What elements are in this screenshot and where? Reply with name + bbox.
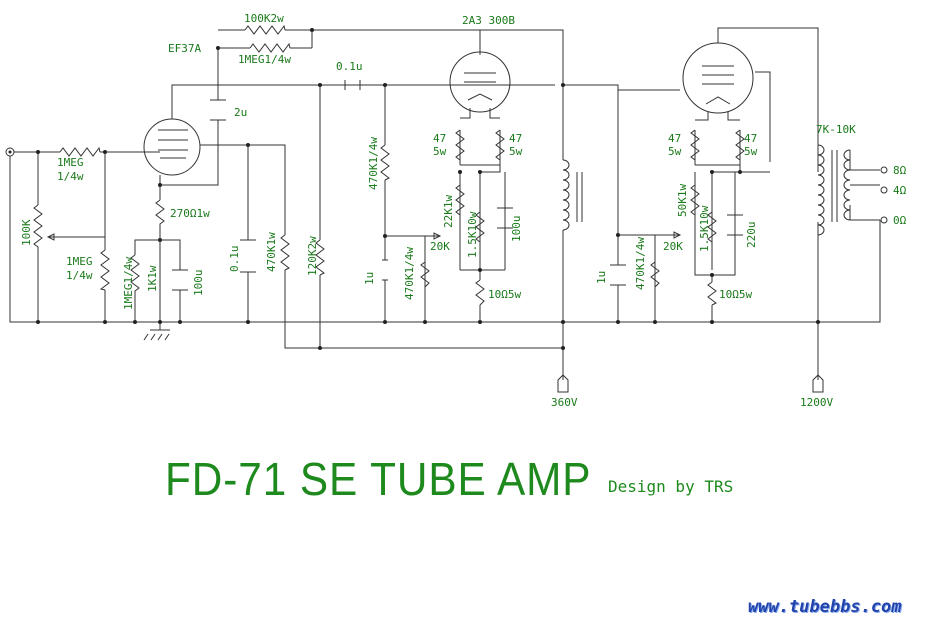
label-1meg-in: 1MEG xyxy=(57,156,84,169)
resistor-1meg-k-icon xyxy=(130,254,140,295)
label-10ohm-1: 10Ω5w xyxy=(488,288,521,301)
resistor-1meg-grid-icon xyxy=(99,249,110,291)
label-1.5k10w-1: 1.5K10w xyxy=(466,211,479,258)
label-470k-2: 470K1/4w xyxy=(634,237,647,290)
junction-dots xyxy=(36,28,820,350)
label-1meg-top: 1MEG1/4w xyxy=(238,53,291,66)
page-title: FD-71 SE TUBE AMP xyxy=(165,453,592,505)
label-47-a: 47 xyxy=(433,132,446,145)
tap-0ohm-icon xyxy=(880,216,888,224)
label-47-b: 47 xyxy=(509,132,522,145)
resistor-120k2w-icon xyxy=(315,239,325,276)
label-20k-1: 20K xyxy=(430,240,450,253)
resistor-1meg-top-icon xyxy=(249,42,291,53)
label-470k-1: 470K1/4w xyxy=(403,247,416,300)
label-1-4w-grid: 1/4w xyxy=(66,269,93,282)
label-1200v: 1200V xyxy=(800,396,833,409)
resistor-270-icon xyxy=(155,199,165,228)
ground-icon xyxy=(143,322,170,341)
label-7k-10k: 7K-10K xyxy=(816,123,856,136)
label-1u-2: 1u xyxy=(595,271,608,284)
resistor-1meg-input-icon xyxy=(59,146,101,157)
label-1-4w-in: 1/4w xyxy=(57,170,84,183)
resistor-22k-icon xyxy=(455,184,465,216)
resistor-470k1w-icon xyxy=(280,234,290,271)
label-1.5k10w-2: 1.5K10w xyxy=(698,205,711,252)
ef37a-tube-icon xyxy=(143,118,201,176)
wiring xyxy=(5,27,888,393)
label-2u: 2u xyxy=(234,106,247,119)
label-0.1u-mid: 0.1u xyxy=(228,246,241,273)
label-10ohm-2: 10Ω5w xyxy=(719,288,752,301)
resistor-1k5-2-icon xyxy=(707,211,717,243)
tap-4ohm-icon xyxy=(880,186,888,194)
component-labels: EF37A 2A3 300B 100K2w 1MEG1/4w 0.1u 2u 1… xyxy=(20,12,907,409)
label-220u: 220u xyxy=(745,222,758,249)
resistor-10ohm-2-icon xyxy=(707,281,717,306)
label-1k1w: 1K1w xyxy=(146,265,159,292)
pot-20k-1-arrow-icon xyxy=(433,232,442,240)
label-2a3-300b: 2A3 300B xyxy=(462,14,515,27)
supply-360v-icon xyxy=(557,374,569,393)
label-120k2w: 120K2w xyxy=(306,236,319,276)
label-47-d: 47 xyxy=(744,132,757,145)
label-5w-b: 5w xyxy=(509,145,523,158)
2a3-300b-tube-icon xyxy=(449,51,511,113)
resistor-10ohm-1-icon xyxy=(475,279,485,306)
label-4ohm: 4Ω xyxy=(893,184,907,197)
label-100k-pot: 100K xyxy=(20,219,33,246)
label-1u-1: 1u xyxy=(363,272,376,285)
label-50k1w: 50K1w xyxy=(676,184,689,217)
output-xfmr-primary-icon xyxy=(817,144,825,236)
label-5w-c: 5w xyxy=(668,145,682,158)
label-270: 270Ω1w xyxy=(170,207,210,220)
label-8ohm: 8Ω xyxy=(893,164,907,177)
website-link[interactable]: www.tubebbs.com xyxy=(748,597,902,617)
label-100u-2: 100u xyxy=(510,216,523,243)
pot-20k-2-arrow-icon xyxy=(673,231,682,239)
label-360v: 360V xyxy=(551,396,578,409)
label-0.1u-top: 0.1u xyxy=(336,60,363,73)
label-470k-grid: 470K1/4w xyxy=(367,137,380,190)
tap-8ohm-icon xyxy=(880,166,888,174)
label-22k1w: 22K1w xyxy=(442,195,455,228)
resistor-47-d-icon xyxy=(735,129,745,161)
resistor-1k5-1-icon xyxy=(475,211,485,243)
supply-1200v-icon xyxy=(812,374,824,393)
resistor-47-b-icon xyxy=(495,129,505,161)
resistor-470k-2-icon xyxy=(650,261,660,288)
label-0ohm: 0Ω xyxy=(893,214,907,227)
pot-100k-icon xyxy=(33,204,43,250)
resistor-47-c-icon xyxy=(690,129,700,161)
resistor-100k2w-icon xyxy=(244,24,286,35)
design-credit: Design by TRS xyxy=(608,477,734,496)
label-20k-2: 20K xyxy=(663,240,683,253)
label-1meg-grid: 1MEG xyxy=(66,255,93,268)
resistor-470k-1-icon xyxy=(420,261,430,288)
label-1meg-k: 1MEG1/4w xyxy=(122,257,135,310)
output-tube-icon xyxy=(682,42,754,114)
choke-coil-icon xyxy=(562,159,570,231)
resistors xyxy=(33,24,745,306)
output-xfmr-secondary-icon xyxy=(843,149,851,221)
transformer-coils xyxy=(562,144,851,236)
label-5w-a: 5w xyxy=(433,145,447,158)
resistor-47-a-icon xyxy=(455,129,465,161)
resistor-50k-icon xyxy=(690,184,700,216)
label-100k2w: 100K2w xyxy=(244,12,284,25)
label-ef37a: EF37A xyxy=(168,42,201,55)
label-5w-d: 5w xyxy=(744,145,758,158)
label-100u-k: 100u xyxy=(192,270,205,297)
resistor-470k-grid-icon xyxy=(380,144,390,181)
label-470k1w: 470K1w xyxy=(265,232,278,272)
label-47-c: 47 xyxy=(668,132,681,145)
pot-100k-arrow-icon xyxy=(46,233,55,241)
